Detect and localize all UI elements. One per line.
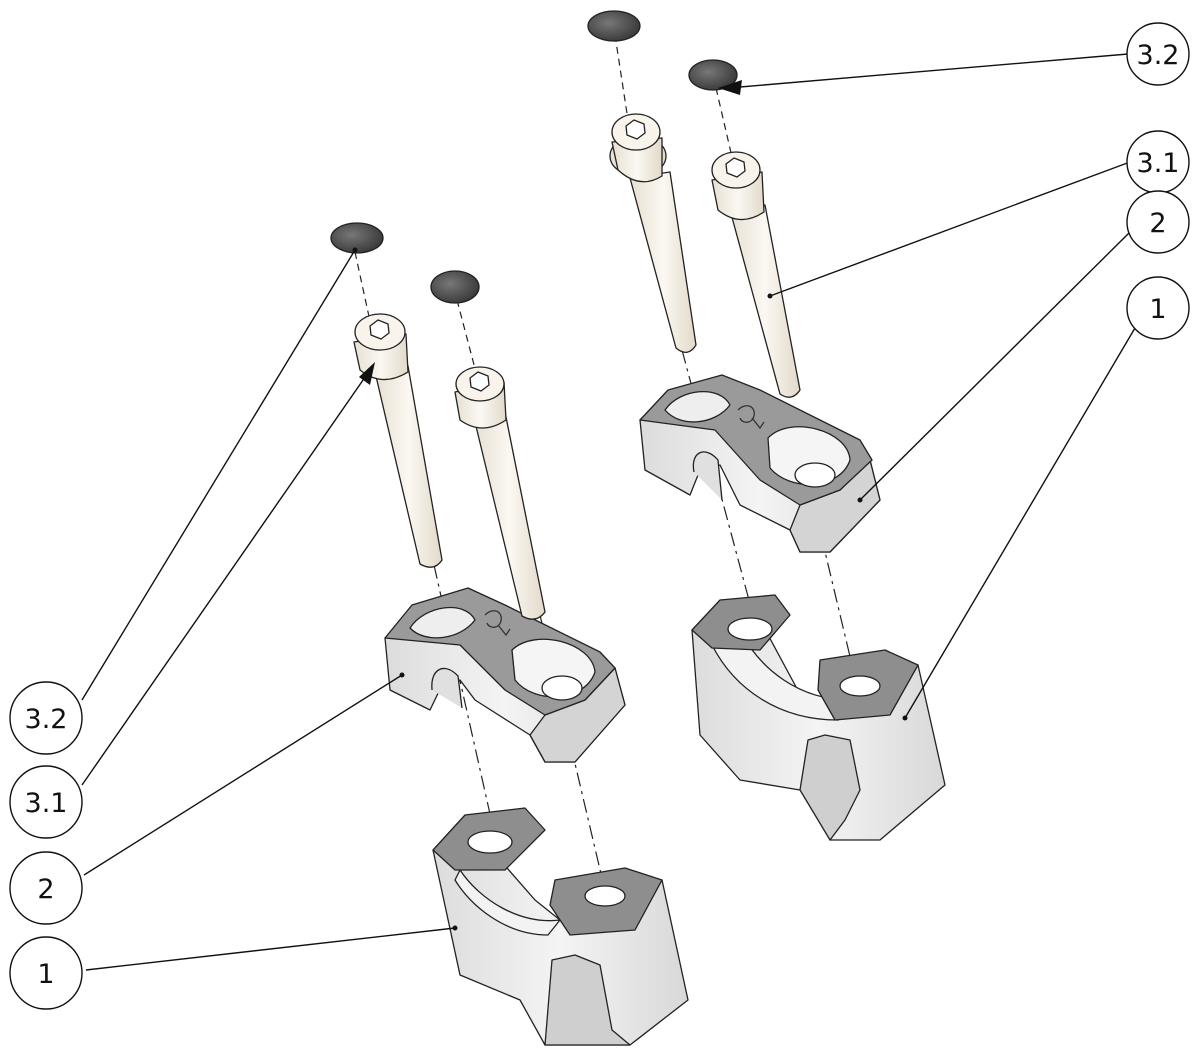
balloon-right-2: 2 [1126, 190, 1190, 254]
balloon-right-3-2: 3.2 [1126, 22, 1190, 86]
leader-lines [81, 53, 1136, 971]
balloon-right-3-1: 3.1 [1126, 130, 1190, 194]
bolt-right-rear [609, 113, 697, 353]
balloon-left-3-1: 3.1 [9, 765, 83, 839]
cap-left-front [430, 270, 480, 304]
balloon-left-2: 2 [9, 851, 83, 925]
bolt-left-rear [353, 313, 443, 568]
balloon-label: 1 [37, 959, 54, 990]
cap-right-front [688, 59, 738, 91]
cap-right-rear [587, 10, 641, 42]
lower-clamp-left [432, 807, 689, 1046]
balloon-label: 3.1 [1137, 148, 1180, 179]
bolt-left-front [454, 366, 546, 620]
balloon-right-1: 1 [1126, 276, 1190, 340]
cap-left-rear [330, 222, 384, 254]
balloon-left-1: 1 [9, 936, 83, 1010]
balloon-label: 1 [1149, 294, 1166, 325]
balloon-label: 3.2 [1137, 40, 1180, 71]
balloon-label: 3.2 [25, 704, 68, 735]
balloon-label: 3.1 [25, 788, 68, 819]
balloon-label: 2 [37, 874, 54, 905]
lower-clamp-right [691, 594, 946, 841]
balloon-left-3-2: 3.2 [9, 681, 83, 755]
upper-clamp-left [384, 587, 626, 763]
balloon-label: 2 [1149, 208, 1166, 239]
upper-clamp-right [639, 374, 881, 553]
bolt-right-front [711, 151, 801, 398]
